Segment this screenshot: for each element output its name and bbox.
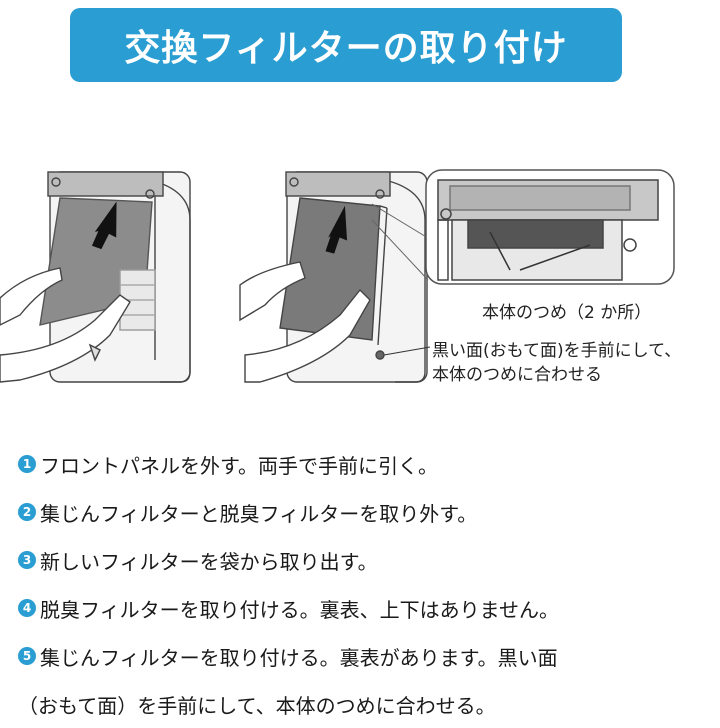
step-text: 集じんフィルターを取り付ける。裏表があります。黒い面 xyxy=(40,645,558,670)
air-purifier-middle-illustration xyxy=(239,171,431,383)
up-arrow-icon xyxy=(91,201,117,250)
step-text: 集じんフィルターと脱臭フィルターを取り外す。 xyxy=(40,501,478,526)
step-5: 5 集じんフィルターを取り付ける。裏表があります。黒い面 xyxy=(18,632,708,680)
step-number-badge: 2 xyxy=(18,503,36,521)
instruction-steps: 1 フロントパネルを外す。両手で手前に引く。 2 集じんフィルターと脱臭フィルタ… xyxy=(18,440,708,728)
step-5-continuation: （おもて面）を手前にして、本体のつめに合わせる。 xyxy=(18,693,496,718)
up-arrow-icon xyxy=(325,205,348,254)
title-banner: 交換フィルターの取り付け xyxy=(70,8,622,82)
step-number-badge: 4 xyxy=(18,599,36,617)
step-3: 3 新しいフィルターを袋から取り出す。 xyxy=(18,536,708,584)
step-number-badge: 3 xyxy=(18,551,36,569)
step-2: 2 集じんフィルターと脱臭フィルターを取り外す。 xyxy=(18,488,708,536)
step-number-badge: 5 xyxy=(18,647,36,665)
black-side-instruction-line1: 黒い面(おもて面)を手前にして、 xyxy=(432,341,682,361)
tab-zoom-callout xyxy=(425,169,675,285)
step-text: 脱臭フィルターを取り付ける。裏表、上下はありません。 xyxy=(40,597,559,622)
step-text: フロントパネルを外す。両手で手前に引く。 xyxy=(40,453,438,478)
step-number-badge: 1 xyxy=(18,455,36,473)
page-title: 交換フィルターの取り付け xyxy=(124,28,568,69)
step-4: 4 脱臭フィルターを取り付ける。裏表、上下はありません。 xyxy=(18,584,708,632)
step-1: 1 フロントパネルを外す。両手で手前に引く。 xyxy=(18,440,708,488)
body-tabs-label: 本体のつめ（2 か所） xyxy=(482,303,652,323)
step-text: 新しいフィルターを袋から取り出す。 xyxy=(40,549,378,574)
black-side-instruction-line2: 本体のつめに合わせる xyxy=(432,365,602,385)
filter-installation-illustration xyxy=(0,169,675,383)
air-purifier-left-illustration xyxy=(0,171,191,383)
